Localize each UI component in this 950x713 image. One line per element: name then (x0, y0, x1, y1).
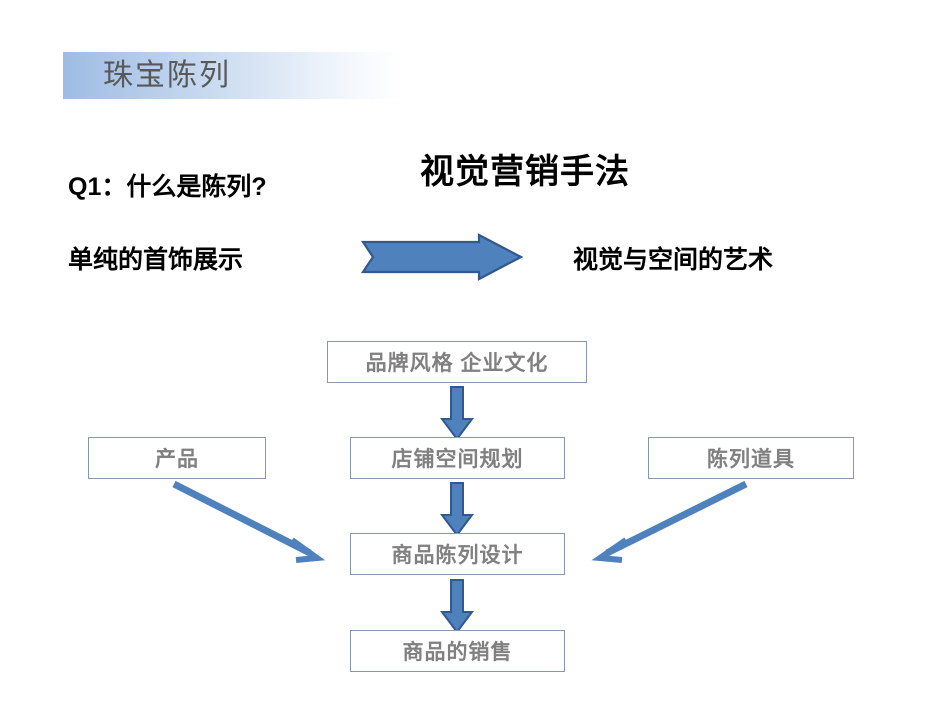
down-block-arrow-icon (440, 579, 474, 634)
right-block-arrow-icon (361, 233, 523, 281)
page-title: 珠宝陈列 (103, 59, 231, 92)
diagonal-left-arrow-icon (591, 480, 748, 563)
flow-box-design-label: 商品陈列设计 (391, 544, 524, 567)
flow-box-product-label: 产品 (155, 448, 199, 471)
flow-box-props[interactable]: 陈列道具 (648, 437, 854, 479)
flow-box-sales-label: 商品的销售 (402, 641, 513, 664)
flow-box-props-label: 陈列道具 (707, 448, 795, 471)
transition-from-label: 单纯的首饰展示 (68, 246, 244, 274)
main-title: 视觉营销手法 (420, 153, 630, 191)
flow-box-brand[interactable]: 品牌风格 企业文化 (327, 341, 587, 383)
flow-box-space-label: 店铺空间规划 (391, 448, 524, 471)
flow-box-brand-label: 品牌风格 企业文化 (365, 352, 549, 375)
diagonal-right-arrow-icon (172, 480, 326, 563)
flow-box-product[interactable]: 产品 (88, 437, 266, 479)
down-block-arrow-icon (440, 386, 474, 441)
transition-to-label: 视觉与空间的艺术 (573, 246, 774, 274)
header-gradient-band (63, 52, 403, 99)
flow-box-space[interactable]: 店铺空间规划 (350, 437, 565, 479)
flow-box-design[interactable]: 商品陈列设计 (350, 533, 565, 575)
down-block-arrow-icon (440, 482, 474, 537)
flow-box-sales[interactable]: 商品的销售 (350, 630, 565, 672)
question-label: Q1：什么是陈列? (68, 173, 267, 201)
